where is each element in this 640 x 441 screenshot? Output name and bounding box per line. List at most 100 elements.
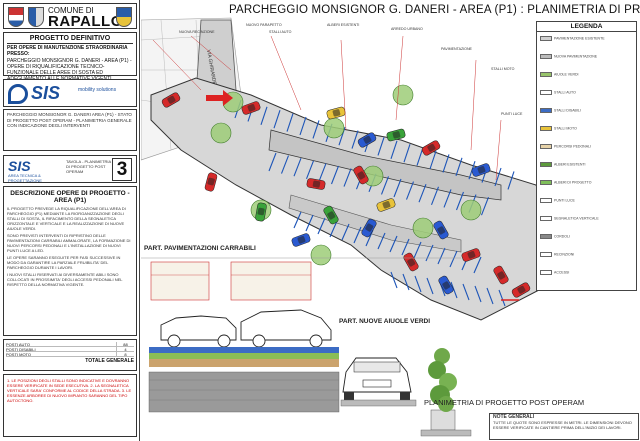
parking-stripe <box>474 285 482 303</box>
legend-item: STALLI DISABILI <box>540 108 581 114</box>
crest-icon <box>8 7 24 27</box>
project-title: PROGETTO DEFINITIVO <box>7 35 133 44</box>
city-name: RAPALLO <box>48 13 123 30</box>
red-notes: 1. LE POSIZIONI DEGLI STALLI SONO INDICA… <box>3 374 137 437</box>
legend-swatch <box>540 108 552 113</box>
legend-swatch <box>540 270 552 275</box>
parking-stripe <box>341 223 350 241</box>
car-icon <box>376 198 396 212</box>
legend-item: NUOVA PAVIMENTAZIONE <box>540 54 597 60</box>
sis-logo-text: SIS <box>31 83 61 103</box>
parking-stripe <box>268 152 277 172</box>
works-description: DESCRIZIONE OPERE DI PROGETTO - AREA (P1… <box>3 186 137 336</box>
project-box: PROGETTO DEFINITIVO PER OPERE DI MANUTEN… <box>3 32 137 82</box>
parking-area <box>150 77 557 321</box>
green-detail-label: PART. NUOVE AIUOLE VERDI <box>339 318 431 325</box>
legend-swatch <box>540 90 552 95</box>
parking-stripe <box>429 150 437 170</box>
legend-swatch <box>540 162 552 167</box>
parking-stripe <box>365 229 374 247</box>
municipality-header: COMUNE DI RAPALLO <box>3 3 137 30</box>
parking-stripe <box>437 247 446 265</box>
parking-stripe <box>293 211 302 229</box>
legend-item: STALLI AUTO <box>540 90 576 96</box>
sis-logo: SIS mobility solutions <box>3 79 137 107</box>
parking-stripe <box>393 178 402 198</box>
general-notes: NOTE GENERALI TUTTE LE QUOTE SONO ESPRES… <box>489 413 639 440</box>
svg-text:ALBERI ESISTENTI: ALBERI ESISTENTI <box>327 23 359 27</box>
works-paragraph: SONO PREVISTI INTERVENTI DI RIPRISTINO D… <box>7 233 131 253</box>
tree-icon <box>323 117 345 139</box>
legend-swatch <box>540 216 552 221</box>
parking-stripe <box>330 165 340 185</box>
parking-stripe <box>305 160 315 179</box>
car-icon <box>204 172 218 192</box>
legend-item: PAVIMENTAZIONE ESISTENTE <box>540 36 605 42</box>
post-operam-label: PLANIMETRIA DI PROGETTO POST OPERAM <box>424 398 585 407</box>
car-icon <box>357 132 377 148</box>
parking-stripe <box>498 289 506 307</box>
parking-stripe <box>449 250 458 268</box>
legend-item: AIUOLE VERDI <box>540 72 579 78</box>
svg-text:NUOVO PARAPETTO: NUOVO PARAPETTO <box>246 23 282 27</box>
parking-stripe <box>273 110 281 129</box>
legend-item: CORDOLI <box>540 234 570 240</box>
general-notes-title: NOTE GENERALI <box>493 414 535 420</box>
parking-stripe <box>414 275 422 293</box>
car-icon <box>471 163 491 177</box>
parking-stripe <box>418 184 427 203</box>
parking-stripe <box>473 256 482 274</box>
trees <box>210 84 482 266</box>
legend-item: ACCESSI <box>540 270 569 276</box>
legend-item: PERCORSI PEDONALI <box>540 144 591 150</box>
tree-icon <box>412 217 434 239</box>
legend-item: SEGNALETICA VERTICALE <box>540 216 599 222</box>
parking-stripe <box>329 220 338 238</box>
city-crest-icon <box>116 7 132 27</box>
legend-item: RECINZIONI <box>540 252 574 258</box>
legend-item: ALBERI DI PROGETTO <box>540 180 591 186</box>
car-icon <box>353 165 369 185</box>
car-icon <box>306 178 326 190</box>
parking-stripe <box>286 113 294 132</box>
parking-stripe <box>442 154 450 173</box>
parking-stripe <box>343 168 352 187</box>
car-icon <box>421 140 441 156</box>
tree-icon <box>310 244 332 266</box>
legend-swatch <box>540 72 552 77</box>
works-description-title: DESCRIZIONE OPERE DI PROGETTO - AREA (P1… <box>10 190 130 204</box>
car-icon <box>361 218 377 238</box>
svg-text:STALLI MOTO: STALLI MOTO <box>491 67 515 71</box>
car-icon <box>433 220 449 240</box>
parking-stripe <box>299 116 307 136</box>
parking-stripe <box>402 273 410 291</box>
cars <box>161 92 558 298</box>
parking-stripe <box>455 191 465 211</box>
parking-stripe <box>443 189 452 208</box>
legend-swatch <box>540 54 552 59</box>
works-paragraph: IL PROGETTO PREVEDE LA RIQUALIFICAZIONE … <box>7 206 126 231</box>
general-notes-text: TUTTE LE QUOTE SONO ESPRESSE IN METRI. L… <box>493 420 632 430</box>
tree-icon <box>392 84 414 106</box>
sis-logo-icon <box>8 84 28 104</box>
suv-front-elevation <box>342 357 412 400</box>
designer-sub: AREA TECNICA &PROGETTAZIONE <box>8 173 42 183</box>
parking-stripe <box>353 226 362 244</box>
project-subtitle: PER OPERE DI MANUTENZIONE STRAORDINARIA … <box>7 45 128 57</box>
car-icon <box>326 106 346 120</box>
plan-title: PARCHEGGIO MONSIGNOR G. DANERI - AREA (P… <box>229 4 640 16</box>
legend-title: LEGENDA <box>537 22 636 32</box>
parking-stripe <box>317 217 326 235</box>
tree-icon <box>210 122 232 144</box>
sheet-number: 3 <box>112 158 132 181</box>
plan-drawing: VIA GHIRARDELLI <box>141 0 640 441</box>
works-paragraph: I NUOVI STALLI RISERVATI AI DIVERSAMENTE… <box>7 272 123 287</box>
site-plan: VIA GHIRARDELLI <box>141 0 640 441</box>
parking-stripe <box>389 235 398 253</box>
parking-stripe <box>380 176 390 195</box>
parking-stripe <box>455 157 463 176</box>
parking-stripe <box>293 158 302 177</box>
